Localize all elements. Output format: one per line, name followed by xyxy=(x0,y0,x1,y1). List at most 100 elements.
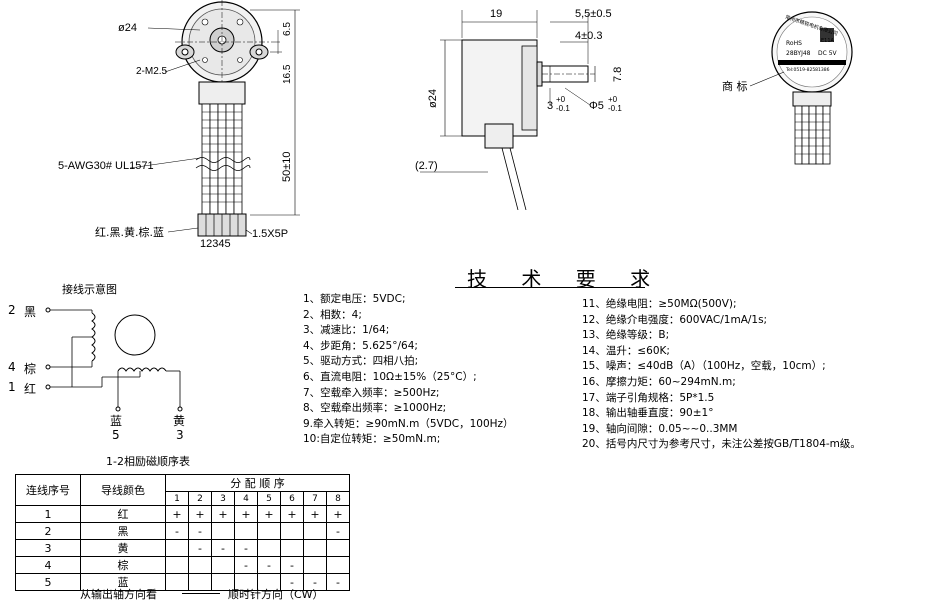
spec-item: 20、括号内尺寸为参考尺寸，未注公差按GB/T1804-m级。 xyxy=(582,438,861,451)
wire-3-color: 黄 xyxy=(173,414,186,428)
dim-5-tol-bottom: -0.1 xyxy=(608,104,622,113)
row-cell: - xyxy=(280,556,304,574)
spec-item: 4、步距角：5.625°/64; xyxy=(303,339,418,352)
dim-3-tol-bottom: -0.1 xyxy=(556,104,570,113)
spec-item: 10:自定位转矩：≥50mN.m; xyxy=(303,433,441,446)
screw-label: 2-M2.5 xyxy=(136,66,168,77)
spec-item: 6、直流电阻：10Ω±15%（25°C）; xyxy=(303,370,477,383)
wire-5-color: 蓝 xyxy=(110,414,123,428)
row-cell: + xyxy=(188,505,212,523)
spec-item: 15、噪声：≤40dB（A）（100Hz，空载，10cm）; xyxy=(582,360,826,373)
row-cell: + xyxy=(257,505,281,523)
wire-colors-label: 红.黑.黄.棕.蓝 xyxy=(95,226,164,239)
row-cell xyxy=(165,573,189,591)
row-cell xyxy=(211,556,235,574)
row-cell: - xyxy=(211,539,235,557)
wire-2-color: 黑 xyxy=(24,305,37,319)
spec-item: 13、绝缘等级：B; xyxy=(582,329,670,342)
row-cell: - xyxy=(280,573,304,591)
step-header: 8 xyxy=(326,491,350,506)
spec-item: 7、空载牵入频率：≥500Hz; xyxy=(303,386,440,399)
dim-65-label: 6.5 xyxy=(282,22,293,36)
spec-item: 5、驱动方式：四相八拍; xyxy=(303,355,419,368)
row-cell xyxy=(303,539,327,557)
step-header: 1 xyxy=(165,491,189,506)
side-view-drawing xyxy=(420,10,596,210)
front-diameter-label: ø24 xyxy=(118,22,137,34)
row-cell xyxy=(303,522,327,540)
row-cell: - xyxy=(188,522,212,540)
specs-left-list: 1、额定电压：5VDC; 2、相数：4; 3、减速比：1/64; 4、步距角：5… xyxy=(303,294,514,450)
row-cell xyxy=(188,573,212,591)
table-row: 5 蓝 - - - xyxy=(15,573,350,591)
row-cell xyxy=(280,522,304,540)
dim-5-tol-top: +0 xyxy=(608,95,618,104)
row-cell: + xyxy=(165,505,189,523)
row-cell: + xyxy=(303,505,327,523)
spec-item: 19、轴向间隙：0.05~~0..3MM xyxy=(582,422,738,435)
row-cell xyxy=(257,539,281,557)
row-cell xyxy=(188,556,212,574)
label-code-text: RoHS xyxy=(786,40,802,47)
wiring-diagram xyxy=(45,307,183,412)
row-cell: - xyxy=(234,556,258,574)
wire-4-color: 棕 xyxy=(24,362,37,376)
wire-3-number: 3 xyxy=(176,428,184,442)
spec-item: 8、空载牵出频率：≥1000Hz; xyxy=(303,402,447,415)
step-header: 6 xyxy=(280,491,304,506)
row-color: 黄 xyxy=(80,539,166,557)
wire-4-number: 4 xyxy=(8,360,16,374)
label-view-drawing xyxy=(749,11,853,165)
table-row: 3 黄 - - - xyxy=(15,539,350,557)
row-cell: + xyxy=(326,505,350,523)
row-cell: - xyxy=(326,522,350,540)
label-serial-text: Tel:0519-82581386 xyxy=(786,68,830,73)
spec-item: 14、温升：≤60K; xyxy=(582,344,670,357)
row-number: 1 xyxy=(15,505,81,523)
row-cell: - xyxy=(234,539,258,557)
label-badge-text: E11A xyxy=(821,38,834,44)
dim-78-label: 7.8 xyxy=(612,66,624,82)
row-cell xyxy=(234,522,258,540)
trademark-callout: 商 标 xyxy=(722,80,748,93)
step-header: 3 xyxy=(211,491,235,506)
step-header: 2 xyxy=(188,491,212,506)
side-diameter-label: ø24 xyxy=(427,89,439,108)
row-cell xyxy=(165,556,189,574)
header-wire-color: 导线颜色 xyxy=(80,474,166,506)
row-cell xyxy=(280,539,304,557)
row-cell: - xyxy=(257,556,281,574)
table-row: 4 棕 - - - xyxy=(15,556,350,574)
dim-4-label: 4±0.3 xyxy=(575,30,603,42)
spec-item: 9.牵入转矩：≥90mN.m（5VDC，100Hz） xyxy=(303,417,514,430)
specs-right-list: 11、绝缘电阻：≥50MΩ(500V); 12、绝缘介电强度：600VAC/1m… xyxy=(582,299,861,455)
row-cell xyxy=(257,522,281,540)
spec-item: 17、端子引角规格：5P*1.5 xyxy=(582,391,715,404)
table-footer-dash xyxy=(182,593,220,594)
dim-50-label: 50±10 xyxy=(281,151,293,182)
wire-1-color: 红 xyxy=(24,382,37,396)
dim-165-label: 16.5 xyxy=(282,64,293,84)
spec-item: 18、输出轴垂直度：90±1° xyxy=(582,407,714,420)
row-cell xyxy=(326,539,350,557)
row-cell: - xyxy=(165,522,189,540)
wire-5-number: 5 xyxy=(112,428,120,442)
spec-item: 1、额定电压：5VDC; xyxy=(303,293,406,305)
dim-3-tol-top: +0 xyxy=(556,95,566,104)
spec-item: 2、相数：4; xyxy=(303,308,362,321)
table-row: 2 黑 - - - xyxy=(15,522,350,540)
step-header: 5 xyxy=(257,491,281,506)
dim-55-label: 5,5±0.5 xyxy=(575,8,612,20)
row-color: 棕 xyxy=(80,556,166,574)
row-cell xyxy=(326,556,350,574)
dim-27-label: (2.7) xyxy=(415,160,438,172)
row-cell: - xyxy=(303,573,327,591)
dim-3-label: 3 xyxy=(547,100,554,112)
wire-2-number: 2 xyxy=(8,303,16,317)
pin-numbers-label: 12345 xyxy=(200,238,231,250)
row-cell xyxy=(303,556,327,574)
spec-item: 16、摩擦力矩：60~294mN.m; xyxy=(582,375,736,388)
step-header: 4 xyxy=(234,491,258,506)
header-sequence: 分 配 顺 序 xyxy=(165,474,350,492)
row-cell xyxy=(211,522,235,540)
